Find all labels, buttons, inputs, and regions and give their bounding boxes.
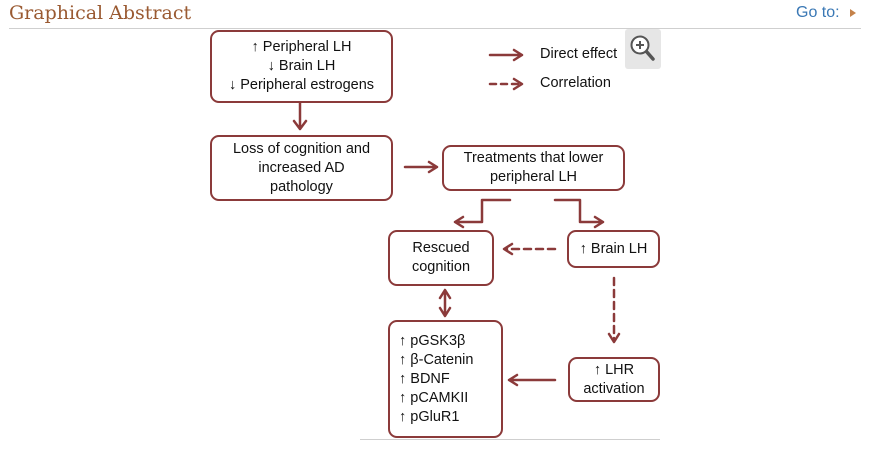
legend-direct-label: Direct effect: [540, 46, 618, 62]
rescued-line-1: Rescued: [412, 240, 470, 256]
cognition-loss-box: Loss of cognition and increased AD patho…: [210, 135, 393, 201]
arrow-hormones-to-loss: [292, 101, 308, 131]
loss-line-3: pathology: [270, 178, 333, 195]
peripheral-hormones-box: ↑ Peripheral LH ↓ Brain LH ↓ Peripheral …: [210, 30, 393, 103]
hormones-line-2: ↓ Brain LH: [267, 58, 336, 74]
arrow-lhr-to-markers: [507, 373, 557, 387]
hormones-line-1: ↑ Peripheral LH: [251, 39, 352, 55]
bottom-divider: [360, 439, 660, 440]
arrow-rescued-markers-bidirectional: [438, 288, 452, 318]
marker-pglur1: ↑ pGluR1: [399, 408, 460, 425]
arrow-treatments-to-brainlh: [553, 198, 605, 229]
legend-correlation-label: Correlation: [540, 75, 611, 91]
marker-bdnf: ↑ BDNF: [399, 370, 450, 387]
loss-line-2: increased AD: [258, 159, 345, 176]
marker-pgsk3b: ↑ pGSK3β: [399, 332, 466, 349]
lhr-activation-box: ↑ LHR activation: [568, 357, 660, 402]
loss-line-1: Loss of cognition and: [232, 140, 371, 157]
legend-correlation-arrowhead: [512, 77, 524, 91]
arrow-brainlh-to-lhr-head: [607, 332, 621, 344]
brain-lh-label: ↑ Brain LH: [579, 240, 648, 257]
goto-arrow-icon[interactable]: [850, 9, 856, 17]
marker-pcamkii: ↑ pCAMKII: [399, 389, 469, 406]
arrow-treatments-to-rescued: [453, 198, 512, 229]
treatments-line-2: peripheral LH: [489, 169, 578, 185]
goto-link[interactable]: Go to:: [796, 4, 840, 21]
rescued-cognition-box: Rescued cognition: [388, 230, 494, 286]
treatments-line-1: Treatments that lower: [463, 150, 604, 166]
zoom-in-icon[interactable]: [625, 29, 661, 69]
lhr-line-2: activation: [583, 380, 645, 397]
rescued-line-2: cognition: [411, 259, 471, 275]
arrow-loss-to-treatments: [403, 160, 439, 174]
zoom-button[interactable]: [625, 29, 661, 69]
arrow-brainlh-to-rescued-head: [502, 242, 514, 256]
section-title: Graphical Abstract: [9, 2, 192, 24]
lhr-line-1: ↑ LHR: [593, 361, 635, 378]
marker-b-catenin: ↑ β-Catenin: [399, 351, 474, 368]
brain-lh-box: ↑ Brain LH: [567, 230, 660, 268]
hormones-line-3: ↓ Peripheral estrogens: [228, 77, 375, 93]
treatments-box: Treatments that lower peripheral LH: [442, 145, 625, 191]
legend-direct-arrow: [488, 48, 524, 62]
header-divider: [9, 28, 861, 29]
molecular-markers-box: ↑ pGSK3β ↑ β-Catenin ↑ BDNF ↑ pCAMKII ↑ …: [388, 320, 503, 438]
